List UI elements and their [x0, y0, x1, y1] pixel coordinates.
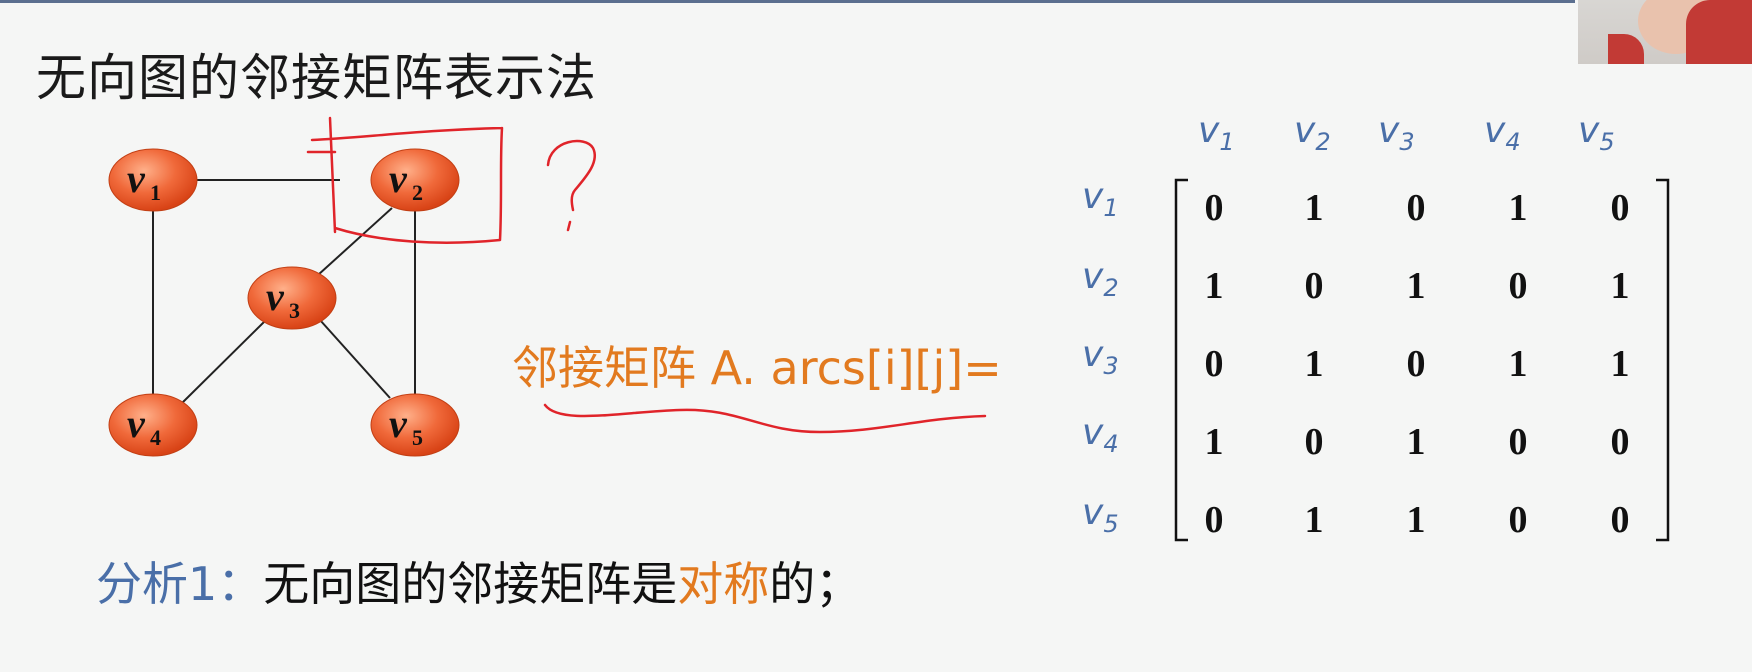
node-v5-sub: 5: [412, 425, 423, 450]
col-header-v3: v3: [1378, 110, 1415, 156]
presenter-webcam-thumbnail: [1578, 0, 1752, 64]
matrix-cell: 0: [1304, 421, 1324, 463]
matrix-cell: 1: [1304, 343, 1324, 385]
analysis-text-before: 无向图的邻接矩阵是: [263, 557, 678, 611]
row-header-v5: v5: [1082, 492, 1119, 538]
matrix-cell: 1: [1610, 265, 1630, 307]
matrix-cell: 1: [1204, 421, 1224, 463]
node-v3-sub: 3: [289, 298, 300, 323]
graph-edges: [152, 179, 416, 406]
matrix-cell: 1: [1508, 187, 1528, 229]
matrix-cell: 0: [1406, 343, 1426, 385]
matrix-cell: 0: [1204, 187, 1224, 229]
matrix-cell: 1: [1304, 187, 1324, 229]
matrix-cell: 1: [1406, 421, 1426, 463]
node-v2-sub: 2: [412, 180, 423, 205]
row-header-v4: v4: [1082, 412, 1119, 458]
analysis-line: 分析1：无向图的邻接矩阵是对称的；: [96, 548, 861, 614]
matrix-cell: 0: [1610, 421, 1630, 463]
col-header-v1: v1: [1198, 110, 1235, 156]
graph-node-v3: v 3: [247, 266, 337, 330]
matrix-cell: 1: [1508, 343, 1528, 385]
top-rule: [0, 0, 1575, 3]
matrix-cell: 0: [1508, 421, 1528, 463]
col-header-v4: v4: [1484, 110, 1521, 156]
presenter-red-hood: [1686, 0, 1752, 64]
analysis-highlight: 对称: [677, 557, 770, 611]
node-v3-letter: v: [266, 274, 285, 319]
node-v4-letter: v: [127, 401, 146, 446]
matrix-cell: 0: [1406, 187, 1426, 229]
col-header-v5: v5: [1578, 110, 1615, 156]
graph-node-v2: v 2: [370, 148, 460, 212]
node-v1-sub: 1: [150, 180, 161, 205]
node-v1-letter: v: [127, 156, 146, 201]
graph-node-v5: v 5: [370, 393, 460, 457]
red-question-mark: [546, 139, 596, 232]
matrix-cell: 0: [1508, 265, 1528, 307]
matrix-left-bracket: [1174, 178, 1188, 542]
analysis-text-after: 的；: [769, 557, 862, 611]
row-header-v3: v3: [1082, 334, 1119, 380]
row-header-v1: v1: [1082, 176, 1119, 222]
presenter-red-collar: [1608, 34, 1644, 64]
matrix-cell: 1: [1406, 265, 1426, 307]
col-header-v2: v2: [1294, 110, 1331, 156]
graph-node-v1: v 1: [108, 148, 198, 212]
red-box-around-v2: [306, 116, 504, 244]
adjacency-formula: 邻接矩阵 A. arcs[i][j]=: [512, 341, 1002, 395]
graph-node-v4: v 4: [108, 393, 198, 457]
matrix-cell: 0: [1204, 499, 1224, 541]
matrix-cell: 0: [1508, 499, 1528, 541]
node-v2-letter: v: [389, 156, 408, 201]
slide-title: 无向图的邻接矩阵表示法: [36, 49, 597, 107]
red-ink-annotations: [306, 116, 987, 434]
node-v5-letter: v: [389, 401, 408, 446]
analysis-label: 分析1：: [96, 557, 264, 611]
matrix-cell: 0: [1204, 343, 1224, 385]
matrix-cell: 1: [1204, 265, 1224, 307]
matrix-cell: 1: [1406, 499, 1426, 541]
node-v4-sub: 4: [150, 425, 161, 450]
matrix-cell: 1: [1304, 499, 1324, 541]
matrix-cell: 0: [1610, 187, 1630, 229]
matrix-cell: 0: [1610, 499, 1630, 541]
matrix-cell: 1: [1610, 343, 1630, 385]
red-underline: [543, 403, 987, 434]
matrix-right-bracket: [1656, 178, 1670, 542]
edge-v3-v5: [319, 319, 391, 399]
edge-v2-v3: [317, 207, 393, 276]
row-header-v2: v2: [1082, 256, 1119, 302]
matrix-cell: 0: [1304, 265, 1324, 307]
matrix-brackets: [1174, 178, 1670, 542]
edge-v3-v4: [179, 319, 267, 406]
